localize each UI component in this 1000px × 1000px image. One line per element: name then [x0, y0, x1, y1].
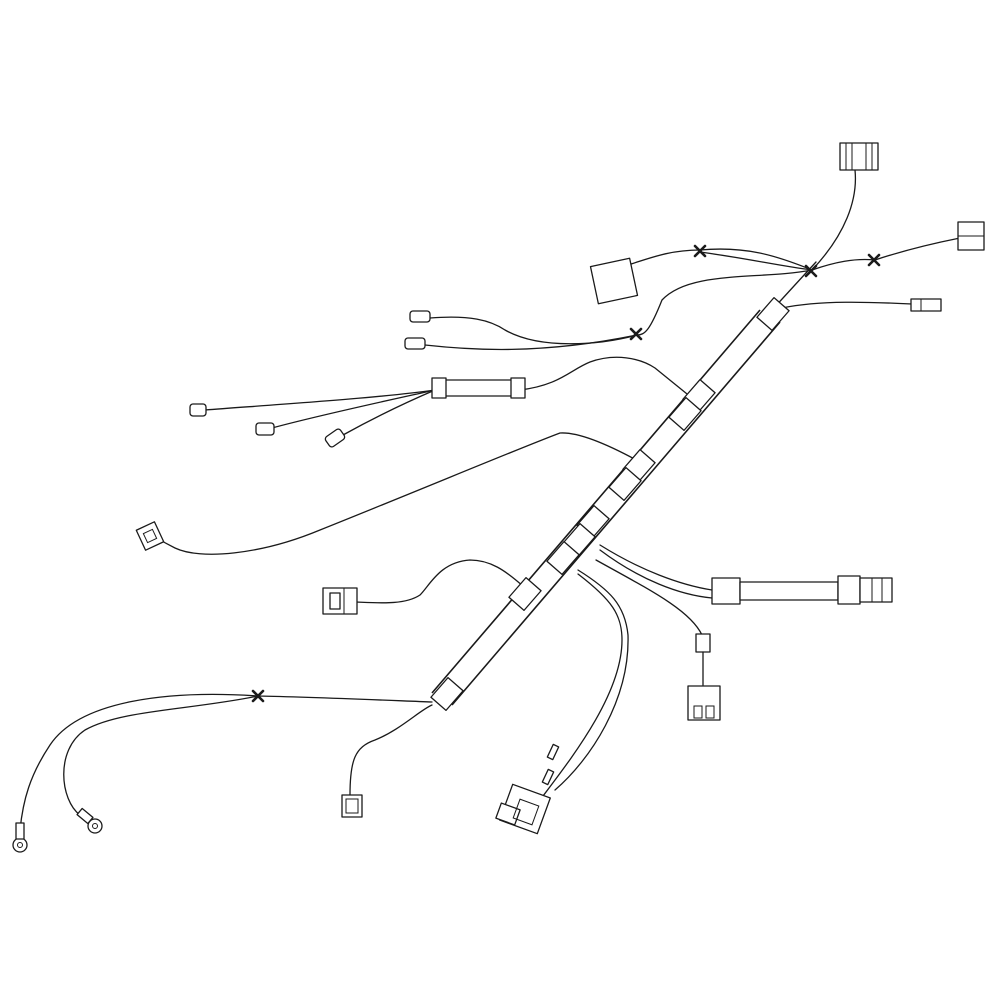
left-terminal [404, 337, 426, 350]
wire-left-connector [154, 432, 641, 555]
ring-terminal-icon [76, 807, 103, 834]
right-top-connector [957, 221, 985, 251]
splice-x-icon [867, 253, 881, 267]
wire-upper-tube [519, 356, 693, 399]
ring-terminal-icon [12, 822, 28, 853]
fan-terminal [189, 403, 207, 417]
wire-top-connector [811, 169, 857, 271]
small-box-connector [341, 794, 363, 818]
top-connector [839, 142, 879, 171]
wire-right-tube [599, 544, 713, 591]
fan-terminal [255, 422, 275, 436]
clip [430, 676, 464, 712]
splice-markers [251, 244, 881, 703]
clip [508, 576, 542, 612]
fan-terminal [324, 428, 346, 448]
connectors [12, 142, 985, 853]
clip [756, 296, 790, 332]
left-terminal [409, 310, 431, 323]
splice-x-icon [693, 244, 707, 258]
wire-two-pin [355, 559, 525, 604]
right-spade-terminal [910, 298, 942, 312]
wire-flat-pad [627, 248, 813, 271]
wire-bottom-plug [554, 569, 629, 791]
splice-x-icon [804, 264, 818, 278]
splice-x-icon [629, 327, 643, 341]
clip [546, 540, 580, 576]
wire-right-spade [781, 301, 913, 309]
bottom-plug-connector [495, 743, 560, 835]
trunk-clips [430, 296, 790, 712]
two-pin-connector [322, 587, 358, 615]
left-rect-connector [135, 521, 165, 551]
clip [608, 466, 642, 502]
wire-ring-terminals [19, 693, 433, 831]
flat-pad-terminal [589, 257, 639, 305]
branch-wires [19, 169, 961, 831]
splice-x-icon [251, 689, 265, 703]
right-tube-connector [711, 575, 893, 605]
clip [668, 396, 702, 432]
right-middle-connector [687, 633, 721, 721]
wire-upper-left-terminals [636, 269, 813, 336]
upper-tube-sleeve [431, 377, 526, 399]
